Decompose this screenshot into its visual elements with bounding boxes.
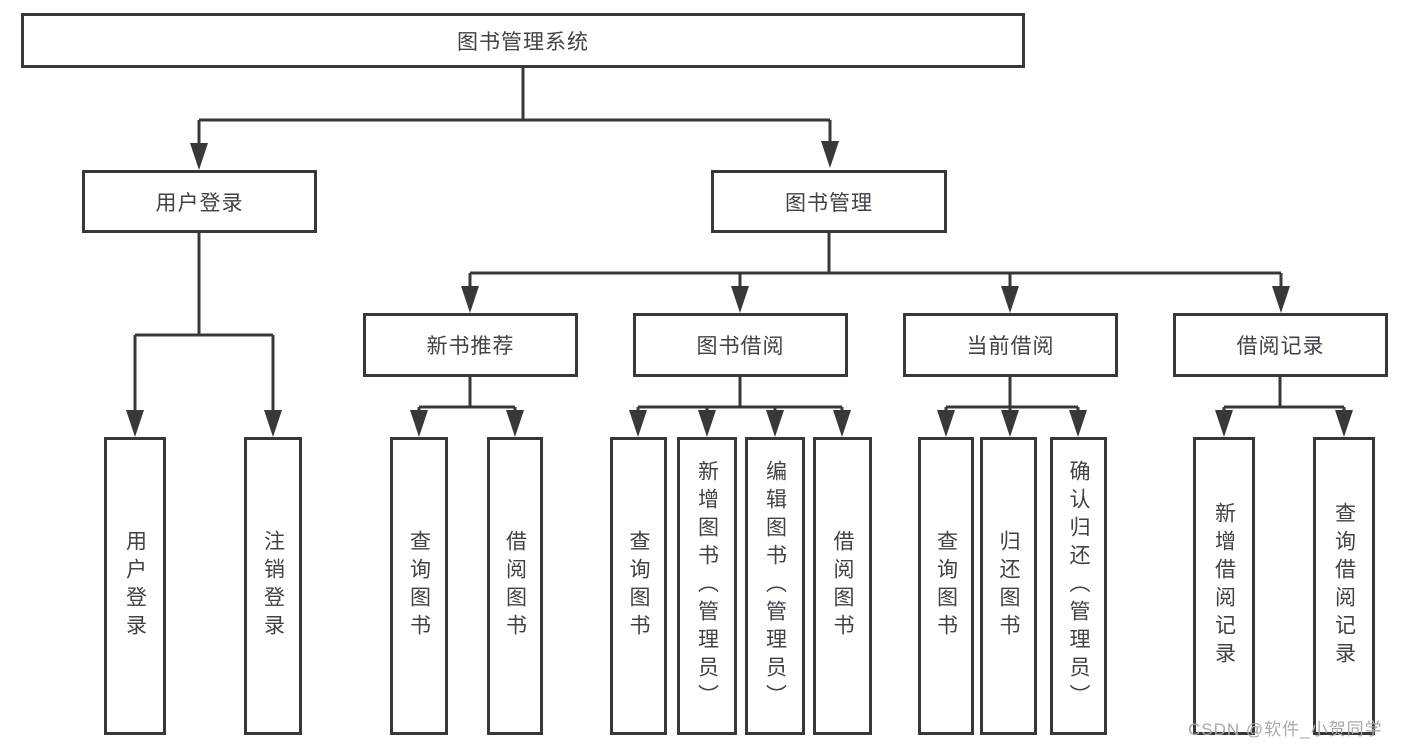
node-leaf-add-borrow-record: 新增借阅记录 — [1193, 437, 1255, 735]
node-label: 查询图书 — [627, 530, 651, 642]
node-label: 用户登录 — [155, 191, 244, 215]
node-label: 图书管理系统 — [457, 30, 589, 54]
node-leaf-query-books-recommend: 查询图书 — [390, 437, 448, 735]
node-label: 借阅图书 — [831, 530, 855, 642]
node-book-management: 图书管理 — [711, 170, 947, 233]
node-current-borrowing: 当前借阅 — [903, 313, 1118, 377]
node-new-book-recommend: 新书推荐 — [363, 313, 578, 377]
node-label: 归还图书 — [997, 530, 1021, 642]
node-leaf-logout: 注销登录 — [244, 437, 302, 735]
node-leaf-query-books-borrowing: 查询图书 — [610, 437, 667, 735]
node-label: 查询借阅记录 — [1332, 502, 1356, 670]
node-label: 新增图书（管理员） — [695, 460, 719, 712]
node-leaf-borrow-books-recommend: 借阅图书 — [487, 437, 543, 735]
node-label: 借阅记录 — [1236, 335, 1325, 358]
node-leaf-query-borrow-record: 查询借阅记录 — [1313, 437, 1375, 735]
node-label: 查询图书 — [407, 530, 431, 642]
node-leaf-query-books-current: 查询图书 — [918, 437, 974, 735]
node-leaf-edit-book-admin: 编辑图书（管理员） — [745, 437, 805, 735]
node-label: 用户登录 — [123, 530, 147, 642]
node-label: 图书管理 — [785, 191, 873, 215]
arrowheads — [126, 141, 1353, 437]
node-label: 确认归还（管理员） — [1067, 460, 1091, 712]
node-user-login: 用户登录 — [82, 170, 317, 233]
node-borrow-records: 借阅记录 — [1173, 313, 1388, 377]
csdn-watermark: CSDN @软件_小贺同学 — [1188, 720, 1383, 739]
node-label: 编辑图书（管理员） — [763, 460, 787, 712]
node-label: 新增借阅记录 — [1212, 502, 1236, 670]
node-leaf-user-login: 用户登录 — [104, 437, 166, 735]
node-label: 查询图书 — [934, 530, 958, 642]
node-book-borrowing: 图书借阅 — [633, 313, 848, 377]
node-label: 新书推荐 — [426, 335, 515, 358]
node-leaf-add-book-admin: 新增图书（管理员） — [677, 437, 737, 735]
node-leaf-return-book: 归还图书 — [980, 437, 1037, 735]
node-leaf-borrow-book: 借阅图书 — [813, 437, 872, 735]
node-library-management-system: 图书管理系统 — [21, 13, 1025, 68]
node-label: 注销登录 — [261, 530, 285, 642]
node-label: 图书借阅 — [696, 335, 785, 358]
node-leaf-confirm-return-admin: 确认归还（管理员） — [1050, 437, 1107, 735]
node-label: 当前借阅 — [966, 335, 1055, 358]
node-label: 借阅图书 — [503, 530, 527, 642]
